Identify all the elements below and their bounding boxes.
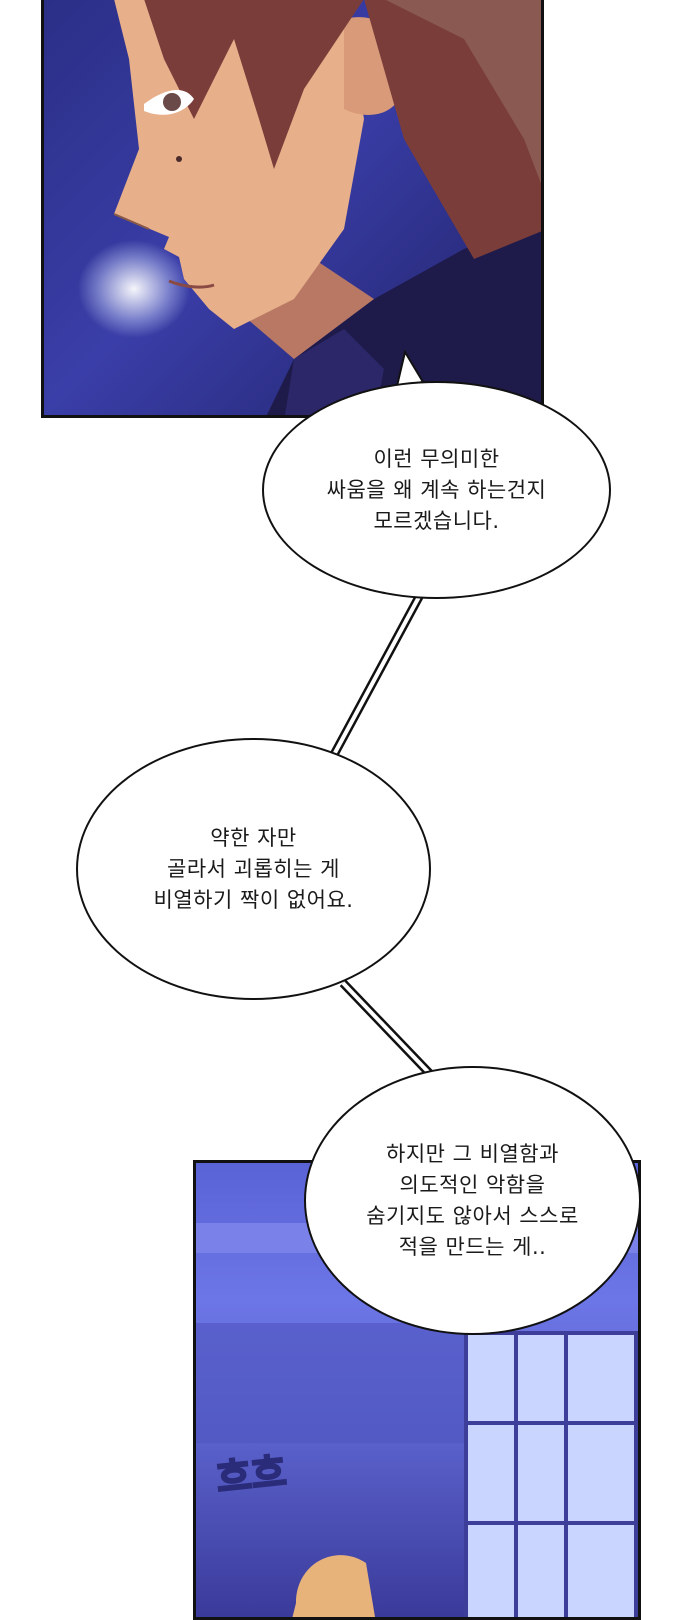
speech-bubble-1-text: 이런 무의미한 싸움을 왜 계속 하는건지 모르겠습니다. — [326, 446, 547, 533]
iris-shape — [163, 93, 181, 111]
sound-effect-text: 흐흐 — [213, 1448, 289, 1501]
hair-shape — [144, 0, 541, 259]
character-hair-shape — [292, 1555, 375, 1617]
connector-1-2 — [326, 592, 424, 765]
window-frame — [464, 1331, 638, 1617]
hair-highlight-shape — [386, 0, 541, 184]
wall-shadow-shape — [196, 1323, 496, 1443]
character-profile-illustration — [113, 0, 541, 415]
window-shape — [466, 1333, 636, 1617]
mole-mark — [176, 156, 182, 162]
nose-line — [113, 213, 150, 230]
speech-bubble-1: 이런 무의미한 싸움을 왜 계속 하는건지 모르겠습니다. — [262, 381, 611, 599]
speech-bubble-2: 약한 자만 골라서 괴롭히는 게 비열하기 짝이 없어요. — [76, 738, 431, 1000]
speech-bubble-2-text: 약한 자만 골라서 괴롭히는 게 비열하기 짝이 없어요. — [153, 825, 354, 912]
room-illustration — [196, 1223, 638, 1617]
connector-2-3 — [339, 979, 437, 1081]
speech-bubble-3: 하지만 그 비열함과 의도적인 악함을 숨기지도 않아서 스스로 적을 만드는 … — [304, 1066, 641, 1335]
lips-line — [168, 279, 215, 289]
speech-bubble-3-text: 하지만 그 비열함과 의도적인 악함을 숨기지도 않아서 스스로 적을 만드는 … — [366, 1141, 579, 1259]
comic-panel-top — [41, 0, 544, 418]
